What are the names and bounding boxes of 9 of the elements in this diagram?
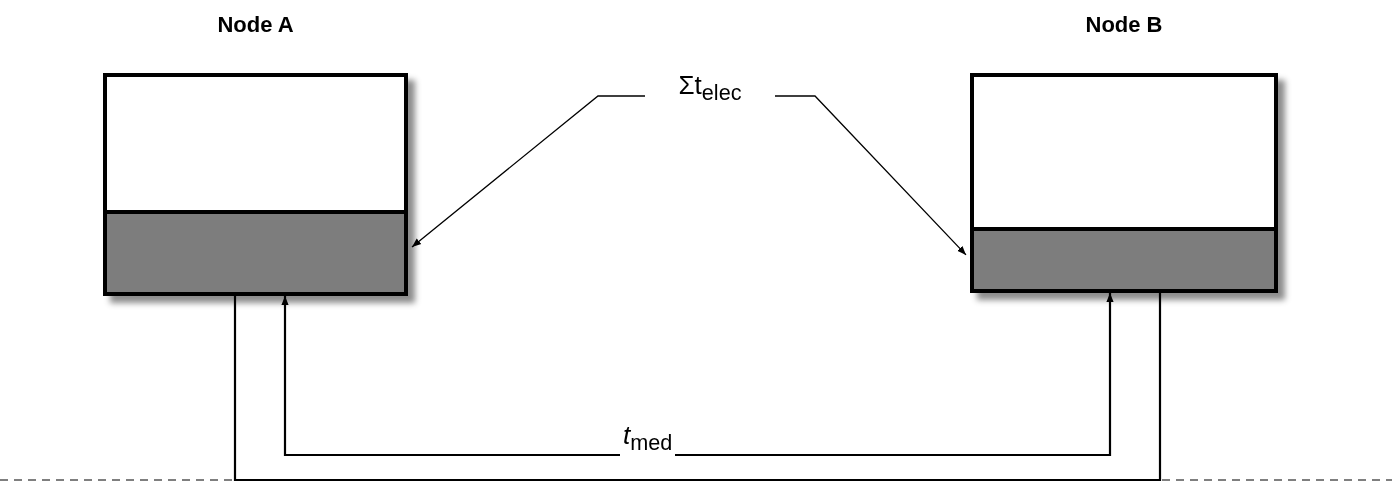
double-arrow (281, 293, 1114, 457)
annotation-label: Σt$_{elec}$ (645, 70, 775, 107)
shaded-section (974, 227, 1274, 289)
connector-line (233, 293, 1162, 482)
node-title: Node B (1084, 12, 1164, 38)
leader-line (411, 95, 646, 248)
node-title: Node A (216, 12, 295, 38)
leader-line (774, 95, 967, 256)
shaded-section (107, 210, 404, 292)
